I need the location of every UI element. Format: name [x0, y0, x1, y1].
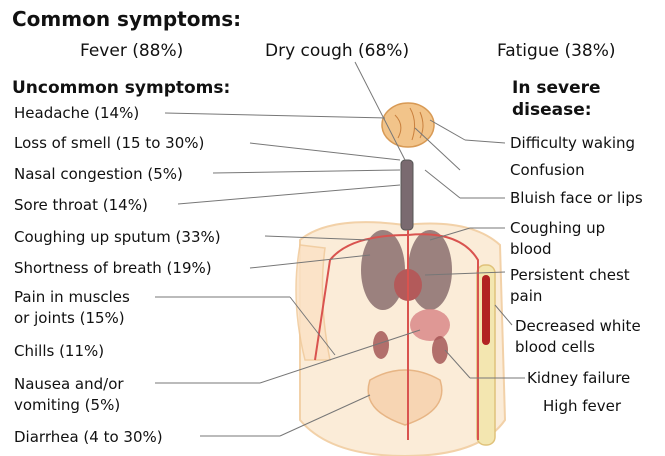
severe-coughing-blood-line1: Coughing up	[510, 219, 605, 237]
severe-difficulty-waking: Difficulty waking	[510, 134, 635, 152]
symptom-headache: Headache (14%)	[14, 104, 139, 122]
severe-confusion: Confusion	[510, 161, 585, 179]
symptom-shortness-of-breath: Shortness of breath (19%)	[14, 259, 212, 277]
severe-bluish-face: Bluish face or lips	[510, 189, 643, 207]
severe-chest-pain-line2: pain	[510, 287, 542, 305]
symptom-coughing-sputum: Coughing up sputum (33%)	[14, 228, 221, 246]
severe-chest-pain-line1: Persistent chest	[510, 266, 630, 284]
common-symptoms-heading: Common symptoms:	[12, 8, 241, 30]
symptom-muscle-pain-line1: Pain in muscles	[14, 288, 130, 306]
symptom-loss-of-smell: Loss of smell (15 to 30%)	[14, 134, 204, 152]
severe-high-fever: High fever	[543, 397, 621, 415]
symptom-nasal-congestion: Nasal congestion (5%)	[14, 165, 183, 183]
severe-decreased-wbc-line1: Decreased white	[515, 317, 641, 335]
brain	[382, 103, 434, 147]
symptom-fever: Fever (88%)	[80, 42, 183, 60]
symptom-sore-throat: Sore throat (14%)	[14, 196, 148, 214]
symptom-diarrhea: Diarrhea (4 to 30%)	[14, 428, 163, 446]
symptom-muscle-pain-line2: or joints (15%)	[14, 309, 125, 327]
stomach	[410, 309, 450, 341]
trachea	[401, 160, 413, 230]
severe-kidney-failure: Kidney failure	[527, 369, 630, 387]
severe-decreased-wbc-line2: blood cells	[515, 338, 595, 356]
severe-coughing-blood-line2: blood	[510, 240, 552, 258]
symptom-fatigue: Fatigue (38%)	[497, 42, 616, 60]
symptom-nausea-line2: vomiting (5%)	[14, 396, 120, 414]
bone-marrow	[482, 275, 490, 345]
severe-heading-line2: disease:	[512, 100, 592, 120]
symptom-chills: Chills (11%)	[14, 342, 104, 360]
severe-heading-line1: In severe	[512, 78, 601, 98]
symptom-dry-cough: Dry cough (68%)	[265, 42, 409, 60]
left-lung	[361, 230, 405, 310]
uncommon-symptoms-heading: Uncommon symptoms:	[12, 78, 230, 98]
symptom-nausea-line1: Nausea and/or	[14, 375, 124, 393]
